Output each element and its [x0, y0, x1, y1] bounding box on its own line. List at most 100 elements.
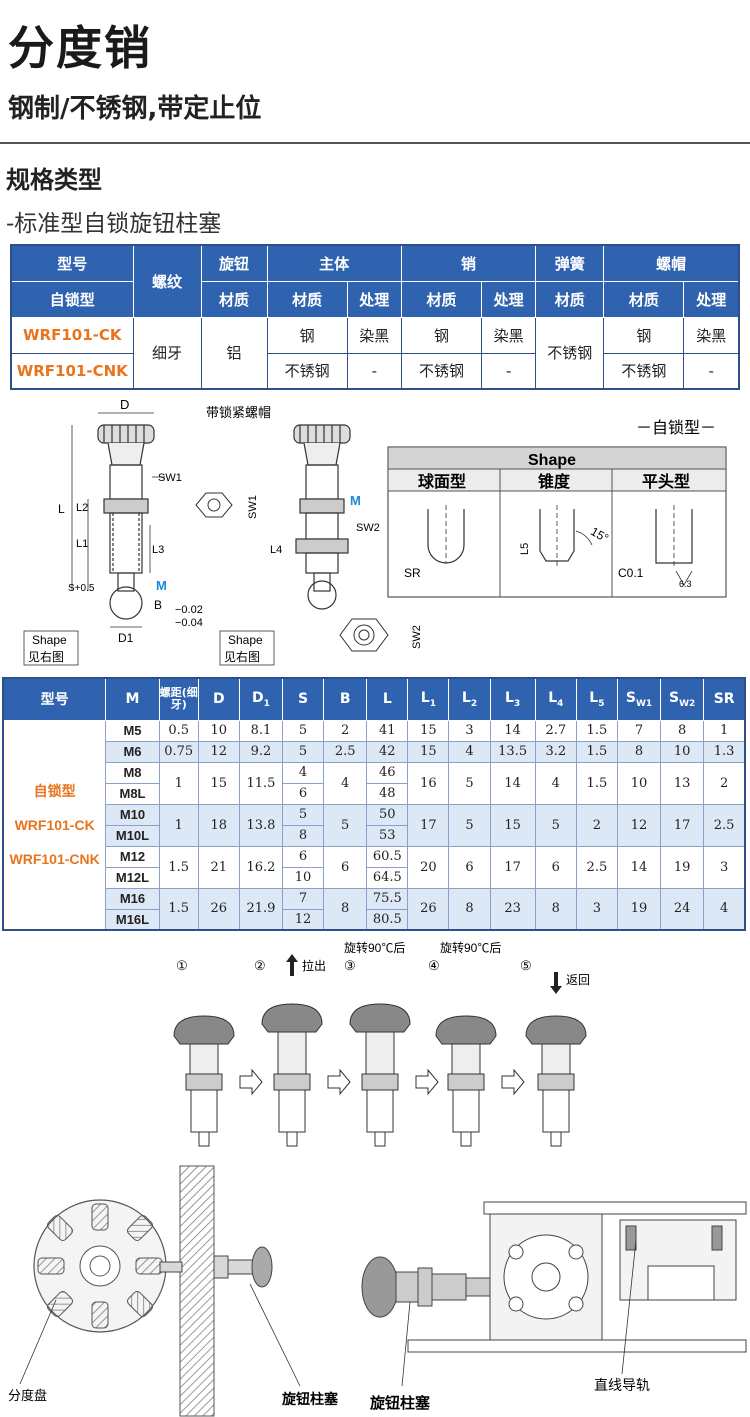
section-title: 规格类型: [6, 166, 102, 194]
leader-rail: [621, 1239, 637, 1375]
cell-sw1: 8: [616, 740, 662, 763]
h-thread: 螺纹: [132, 244, 202, 318]
dim-header-10: L3L3: [489, 677, 536, 721]
h-nut: 螺帽: [603, 244, 740, 282]
h-body-mat: 材质: [266, 280, 348, 318]
cell-s: 5: [281, 740, 325, 763]
step-plunger-part: [452, 1089, 480, 1133]
page-title: 分度销: [8, 21, 152, 75]
model-name-name3: WRF101-CNK: [9, 850, 100, 867]
page-subtitle: 钢制/不锈钢,带定止位: [8, 94, 262, 124]
operation-steps: ① ② ③ ④ ⑤ 拉出 旋转90℃后 旋转90℃后 返回: [173, 940, 590, 1147]
type-line: -标准型自锁旋钮柱塞: [6, 211, 222, 237]
step-1: ①: [176, 958, 188, 973]
cell-m: M16L: [105, 908, 160, 931]
step-5: ⑤: [520, 958, 532, 973]
dim-header-6: B: [323, 677, 368, 721]
cell-s: 8: [281, 824, 325, 847]
h-spring-mat: 材质: [535, 280, 605, 318]
cell-sr: 3: [703, 845, 746, 889]
wall-plate: [179, 1165, 215, 1417]
step-plunger-part: [198, 1131, 210, 1147]
dim-header-14: SW2SW2: [660, 677, 705, 721]
cell-sw2: 17: [660, 803, 705, 847]
cell-s: 5: [281, 719, 325, 742]
step-3: ③: [344, 958, 356, 973]
cell-l4: 2.7: [534, 719, 577, 742]
cell-l: 41: [366, 719, 409, 742]
dim-header-1: M: [105, 677, 160, 721]
h-spring: 弹簧: [535, 244, 605, 282]
step-plunger-3: [349, 1003, 411, 1147]
cell-sr: 1: [703, 719, 746, 742]
cell-l2: 4: [448, 740, 491, 763]
cell-l4: 3.2: [534, 740, 577, 763]
dim-header-7: L: [366, 677, 409, 721]
dim-l5-label: L5: [519, 543, 531, 555]
shape-ball: 球面型: [418, 472, 466, 491]
model-ck: WRF101-CK: [10, 316, 134, 354]
step-plunger-part: [541, 1043, 571, 1075]
shape-box-right: [219, 630, 275, 666]
step-plunger-part: [542, 1089, 570, 1133]
step-plunger-part: [361, 1073, 399, 1091]
cell-l2: 8: [448, 887, 491, 931]
cell-l5: 1.5: [575, 719, 618, 742]
dim-header-13: SW1SW1: [616, 677, 662, 721]
cell-s: 4: [281, 761, 325, 784]
cell-s: 12: [281, 908, 325, 931]
dim-header-15: SR: [703, 677, 746, 721]
cell-s: 6: [281, 782, 325, 805]
step-plunger-1: [173, 1015, 235, 1147]
shape-cone: 锥度: [538, 472, 571, 491]
cell-l: 46: [366, 761, 409, 784]
nut-tr-1: 染黑: [683, 316, 740, 354]
cell-l2: 5: [448, 761, 491, 805]
hex-nut-drawing: [195, 492, 233, 518]
dim-header-12: L5L5: [575, 677, 618, 721]
cell-sw1: 14: [616, 845, 662, 889]
next-arrow-icon: [415, 1068, 439, 1096]
cell-l5: 2: [575, 803, 618, 847]
step-plunger-2: [261, 1003, 323, 1147]
step-4: ④: [428, 958, 440, 973]
cell-s: 6: [281, 845, 325, 868]
back-label: 返回: [566, 973, 590, 987]
step-plunger-part: [185, 1073, 223, 1091]
cell-d: 18: [197, 803, 240, 847]
body-mat-2: 不锈钢: [266, 352, 348, 390]
thread-value: 细牙: [132, 316, 202, 390]
dim-sw2-label: SW2: [356, 522, 380, 534]
step-plunger-4: [435, 1015, 497, 1147]
cell-m: M10: [105, 803, 160, 826]
shape-flat-drawing: [655, 505, 693, 586]
spec-table: 型号 螺纹 旋钮 主体 销 弹簧 螺帽 自锁型 材质 材质 处理 材质 处理 材…: [10, 244, 740, 390]
step-plunger-5: [525, 1015, 587, 1147]
step-plunger-part: [366, 1089, 394, 1133]
h-model2: 自锁型: [10, 280, 134, 318]
sw1-hex-label: SW1: [247, 495, 259, 519]
cell-sr: 2.5: [703, 803, 746, 847]
c01-label: C0.1: [618, 566, 644, 580]
cell-l3: 13.5: [489, 740, 536, 763]
cell-l4: 4: [534, 761, 577, 805]
step-plunger-part: [451, 1043, 481, 1075]
cell-m: M12: [105, 845, 160, 868]
cell-l: 50: [366, 803, 409, 826]
dim-l2-label: L2: [76, 502, 88, 514]
roughness-label: 6.3: [679, 579, 692, 589]
dim-header-11: L4L4: [534, 677, 577, 721]
cell-l5: 1.5: [575, 740, 618, 763]
step-plunger-part: [349, 1003, 411, 1033]
cell-m: M16: [105, 887, 160, 910]
cell-l1: 20: [407, 845, 450, 889]
cell-sr: 2: [703, 761, 746, 805]
cell-m: M6: [105, 740, 160, 763]
dim-header-5: S: [281, 677, 325, 721]
